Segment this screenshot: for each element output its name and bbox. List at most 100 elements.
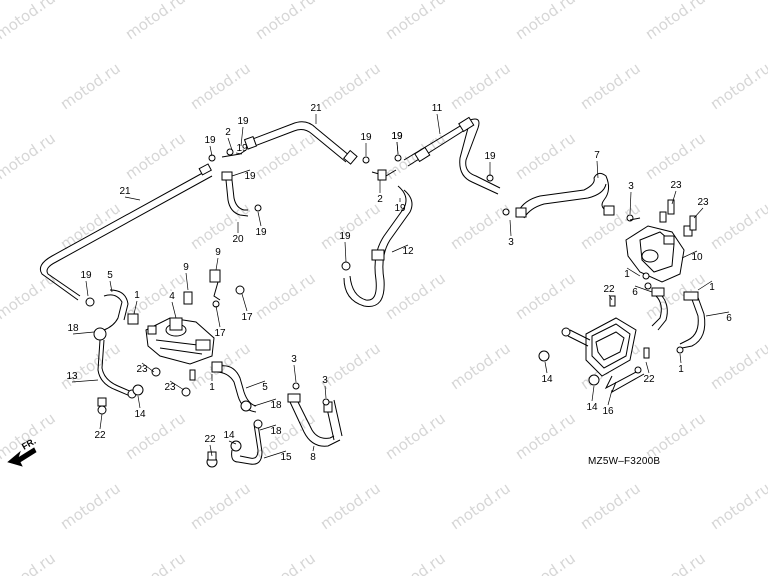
leader-line bbox=[72, 331, 95, 335]
watermark-text: motod.ru bbox=[57, 339, 124, 393]
leader-line bbox=[344, 241, 347, 263]
watermark-text: motod.ru bbox=[512, 0, 579, 43]
leader-line bbox=[634, 285, 653, 293]
hose-12 bbox=[341, 185, 413, 307]
part-callout: 16 bbox=[602, 406, 614, 417]
part-callout: 3 bbox=[508, 237, 514, 248]
part-callout: 19 bbox=[391, 131, 403, 142]
watermark-text: motod.ru bbox=[382, 409, 449, 463]
part-callout: 14 bbox=[541, 374, 553, 385]
leader-line bbox=[141, 362, 155, 373]
leader-line bbox=[245, 380, 266, 389]
watermark-text: motod.ru bbox=[707, 199, 768, 253]
part-callout: 14 bbox=[134, 409, 146, 420]
pipe-13 bbox=[93, 327, 137, 415]
part-callout: 2 bbox=[225, 127, 231, 138]
leader-line bbox=[436, 113, 441, 135]
leader-line bbox=[324, 385, 327, 399]
pipe-16 bbox=[561, 317, 645, 394]
part-callout: 19 bbox=[80, 270, 92, 281]
watermark-text: motod.ru bbox=[187, 479, 254, 533]
leader-line bbox=[629, 191, 632, 215]
leader-line bbox=[171, 301, 177, 319]
leader-line bbox=[671, 190, 677, 205]
leader-line bbox=[293, 364, 297, 383]
watermark-text: motod.ru bbox=[252, 269, 319, 323]
part-callout: 22 bbox=[204, 434, 216, 445]
part-callout: 19 bbox=[255, 227, 267, 238]
leader-line bbox=[137, 395, 141, 409]
leader-line bbox=[596, 160, 599, 179]
part-callout: 19 bbox=[237, 116, 249, 127]
watermark-text: motod.ru bbox=[707, 59, 768, 113]
watermark-text: motod.ru bbox=[252, 0, 319, 43]
watermark-text: motod.ru bbox=[317, 479, 384, 533]
part-callout: 8 bbox=[310, 452, 316, 463]
part-callout: 3 bbox=[628, 181, 634, 192]
part-callout: 23 bbox=[164, 382, 176, 393]
part-callout: 22 bbox=[603, 284, 615, 295]
watermark-text: motod.ru bbox=[707, 479, 768, 533]
watermark-text: motod.ru bbox=[122, 549, 189, 576]
leader-line bbox=[124, 196, 141, 201]
part-callout: 23 bbox=[670, 180, 682, 191]
leader-line bbox=[509, 219, 512, 237]
leader-line bbox=[71, 379, 99, 383]
watermark-text: motod.ru bbox=[0, 129, 59, 183]
part-callout: 19 bbox=[360, 132, 372, 143]
part-callout: 19 bbox=[339, 231, 351, 242]
leader-line bbox=[257, 211, 262, 227]
part-callout: 6 bbox=[726, 313, 732, 324]
leader-line bbox=[626, 267, 641, 277]
part-callout: 18 bbox=[67, 323, 79, 334]
leader-line bbox=[608, 294, 613, 301]
part-callout: 19 bbox=[236, 143, 248, 154]
watermark-text: motod.ru bbox=[57, 59, 124, 113]
hose-21-top bbox=[243, 121, 358, 165]
part-callout: 12 bbox=[402, 246, 414, 257]
watermark-text: motod.ru bbox=[577, 59, 644, 113]
part-callout: 1 bbox=[709, 282, 715, 293]
watermark-text: motod.ru bbox=[512, 129, 579, 183]
watermark-text: motod.ru bbox=[252, 129, 319, 183]
valve-10 bbox=[625, 211, 693, 283]
part-callout: 9 bbox=[183, 262, 189, 273]
leader-line bbox=[263, 450, 287, 459]
leader-line bbox=[607, 389, 613, 406]
leader-line bbox=[133, 300, 138, 315]
part-callout: 19 bbox=[244, 171, 256, 182]
hose-11 bbox=[362, 116, 501, 195]
leader-line bbox=[209, 444, 213, 457]
part-callout: 6 bbox=[632, 287, 638, 298]
leader-line bbox=[391, 244, 409, 253]
watermark-text: motod.ru bbox=[512, 409, 579, 463]
part-callout: 23 bbox=[697, 197, 709, 208]
leader-line bbox=[185, 272, 189, 291]
leader-line bbox=[228, 440, 237, 445]
watermark-text: motod.ru bbox=[122, 409, 189, 463]
leader-line bbox=[544, 361, 548, 374]
leader-line bbox=[169, 380, 185, 391]
watermark-text: motod.ru bbox=[122, 0, 189, 43]
part-callout: 22 bbox=[643, 374, 655, 385]
part-callout: 14 bbox=[586, 402, 598, 413]
part-callout: 21 bbox=[119, 186, 131, 197]
watermark-text: motod.ru bbox=[447, 59, 514, 113]
hose-6 bbox=[651, 287, 706, 349]
part-callout: 23 bbox=[136, 364, 148, 375]
watermark-text: motod.ru bbox=[577, 479, 644, 533]
part-callout: 4 bbox=[169, 291, 175, 302]
hose-5-lower bbox=[132, 361, 257, 413]
leader-line bbox=[705, 311, 730, 317]
leader-line bbox=[681, 250, 698, 259]
watermark-text: motod.ru bbox=[0, 549, 59, 576]
part-callout: 1 bbox=[209, 382, 215, 393]
part-callout: 21 bbox=[310, 103, 322, 114]
part-callout: 17 bbox=[214, 328, 226, 339]
watermark-text: motod.ru bbox=[642, 129, 709, 183]
part-callout: 18 bbox=[270, 400, 282, 411]
watermark-text: motod.ru bbox=[187, 59, 254, 113]
watermark-text: motod.ru bbox=[447, 339, 514, 393]
